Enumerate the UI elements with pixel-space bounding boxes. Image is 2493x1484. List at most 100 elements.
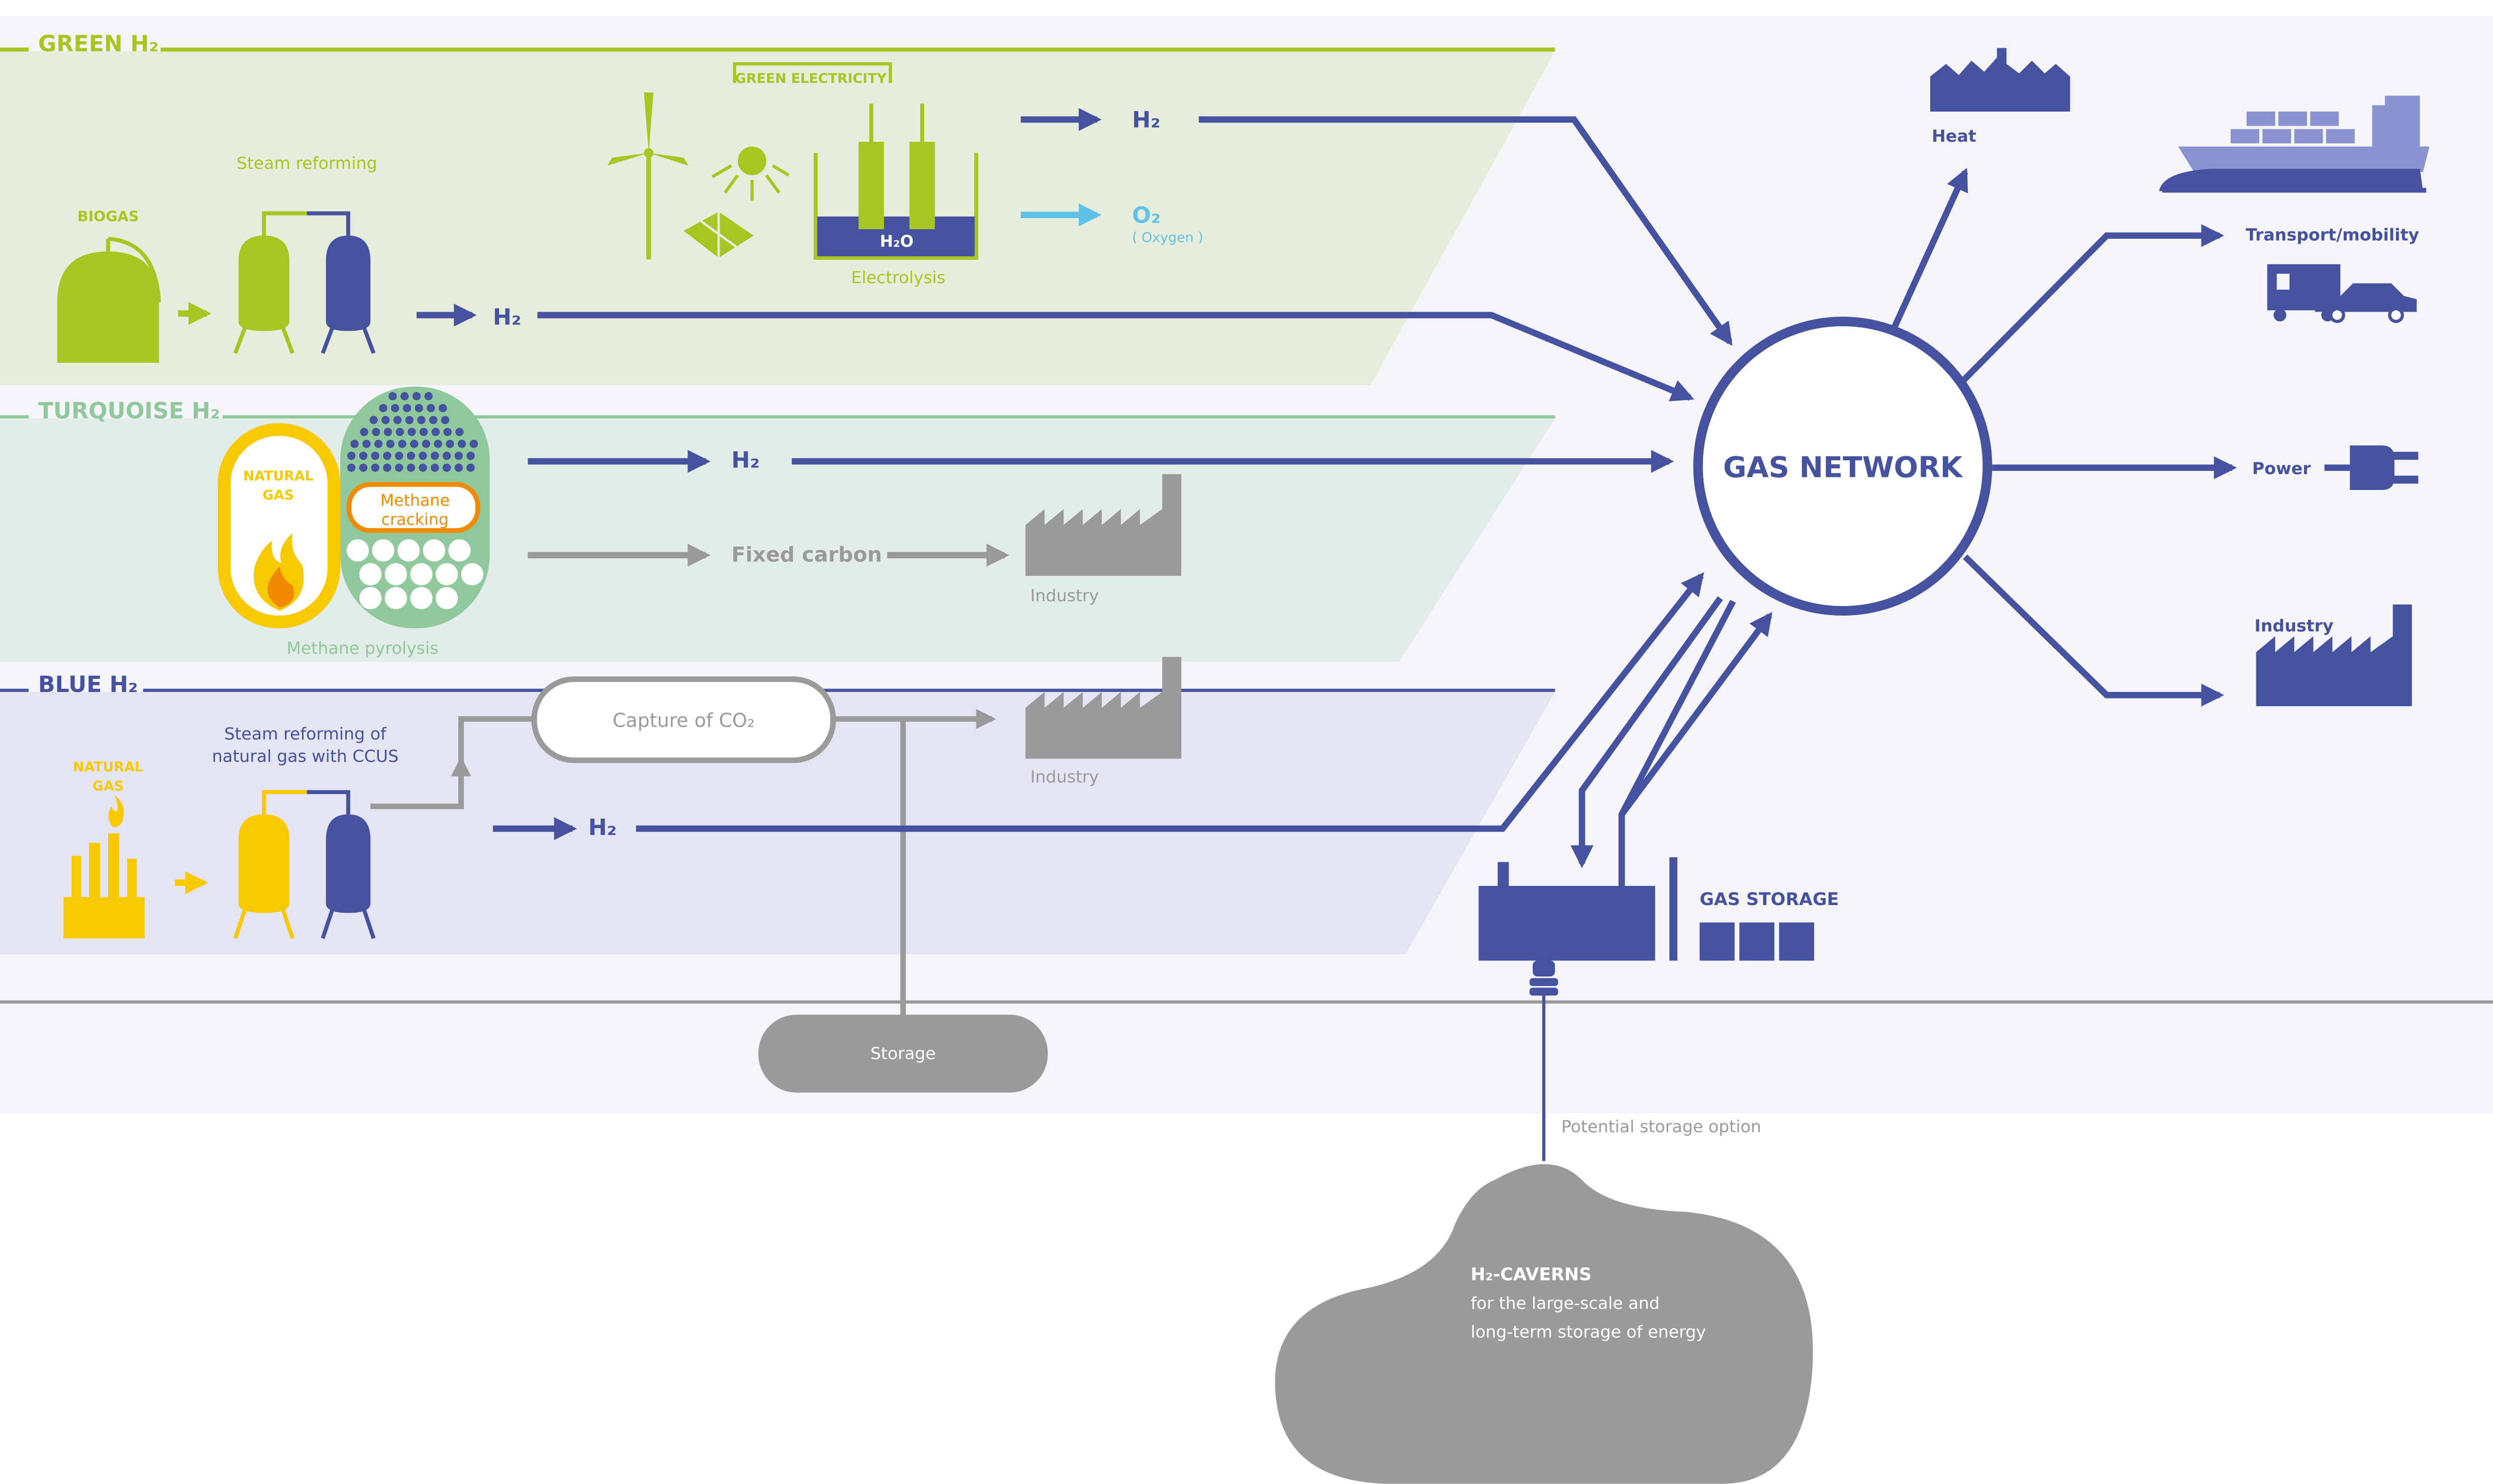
heat-label: Heat	[1932, 126, 1976, 146]
carbon-particle	[379, 404, 387, 413]
carbon-particle	[347, 463, 356, 472]
carbon-particle	[383, 428, 392, 436]
green-electricity-label: GREEN ELECTRICITY	[735, 71, 887, 86]
section-title-turquoise: TURQUOISE H₂	[38, 399, 220, 424]
carbon-particle	[371, 463, 379, 472]
carbon-particle	[442, 463, 451, 472]
truck-car-icon	[2267, 264, 2417, 323]
green-band	[0, 51, 1555, 385]
catalyst-bead	[461, 563, 483, 585]
carbon-particle	[374, 440, 383, 448]
carbon-particle	[381, 416, 390, 425]
catalyst-bead	[435, 587, 458, 610]
steam-reformer-green-icon	[233, 211, 376, 354]
power-label: Power	[2252, 458, 2311, 478]
heat-houses-icon	[1930, 48, 2070, 112]
carbon-particle	[383, 451, 391, 460]
gas-network-circle	[1693, 317, 1992, 616]
blue-h2-line	[636, 572, 1705, 832]
turquoise-natural-gas-line1: NATURAL	[243, 468, 314, 484]
carbon-particle	[371, 451, 379, 460]
oxygen-label: ( Oxygen )	[1132, 230, 1204, 245]
turquoise-industry-label: Industry	[1030, 585, 1099, 605]
carbon-particle	[442, 451, 451, 460]
carbon-particle	[443, 428, 452, 436]
industry-output-factory-icon	[2256, 604, 2412, 707]
carbon-particle	[359, 451, 368, 460]
co2-storage-label: Storage	[870, 1044, 936, 1063]
blue-natural-gas-line1: NATURAL	[73, 759, 143, 775]
storage-to-network-arrow	[1619, 612, 1772, 817]
solar-panel-icon	[683, 212, 754, 258]
co2-out-pipe	[370, 756, 471, 810]
natural-gas-capsule-icon	[218, 423, 341, 629]
h2-cavern-shape	[1275, 1164, 1813, 1484]
transport-arrow	[1959, 224, 2224, 384]
electrolysis-tank-icon	[814, 104, 978, 260]
carbon-particle	[431, 463, 439, 472]
carbon-particle	[419, 463, 427, 472]
carbon-particle	[391, 404, 400, 413]
blue-steam-reforming-line1: Steam reforming of	[224, 724, 387, 744]
catalyst-bead	[372, 539, 394, 562]
carbon-particle	[446, 440, 454, 448]
methane-cracking-line1: Methane	[380, 492, 450, 510]
electrolysis-label: Electrolysis	[851, 268, 946, 287]
green-h2-mid-label: H₂	[493, 305, 521, 330]
sun-icon	[711, 146, 789, 201]
carbon-particle	[347, 451, 356, 460]
methane-pyrolysis-reactor-icon	[340, 386, 490, 629]
green-h2-top-line	[1199, 116, 1733, 346]
carbon-particle	[372, 428, 380, 436]
carbon-particle	[362, 440, 371, 448]
catalyst-bead	[448, 539, 471, 562]
carbon-particle	[466, 463, 475, 472]
section-title-green: GREEN H₂	[38, 31, 159, 57]
biogas-label: BIOGAS	[77, 208, 139, 225]
capture-co2-label: Capture of CO₂	[613, 709, 755, 731]
steam-reforming-label: Steam reforming	[237, 153, 377, 173]
fixed-carbon-label: Fixed carbon	[731, 542, 882, 566]
gas-network-label: GAS NETWORK	[1723, 451, 1963, 484]
blue-h2-label: H₂	[588, 815, 617, 841]
carbon-particle	[457, 440, 466, 448]
catalyst-bead	[346, 539, 369, 562]
catalyst-bead	[359, 563, 382, 585]
carbon-particle	[395, 428, 404, 436]
industry-output-arrow	[1963, 554, 2224, 707]
turquoise-natural-gas-line2: GAS	[263, 487, 294, 503]
carbon-particle	[438, 404, 447, 413]
carbon-particle	[369, 416, 378, 425]
turquoise-industry-factory-icon	[1025, 474, 1181, 576]
green-h2-top-label: H₂	[1132, 108, 1160, 133]
natural-gas-refinery-icon	[63, 795, 145, 939]
blue-industry-factory-icon	[1025, 657, 1181, 759]
carbon-particle	[383, 463, 391, 472]
heat-arrow	[1889, 167, 1968, 334]
carbon-particle	[419, 428, 428, 436]
carbon-particle	[454, 463, 463, 472]
o2-label: O₂	[1132, 203, 1161, 228]
turquoise-h2-label: H₂	[731, 448, 759, 473]
catalyst-bead	[410, 587, 433, 610]
ship-train-icon	[2159, 95, 2430, 193]
carbon-particle	[441, 416, 450, 425]
catalyst-bead	[397, 539, 420, 562]
carbon-particle	[403, 404, 412, 413]
co2-to-capture-pipe	[458, 716, 535, 760]
steam-reformer-blue-icon	[233, 790, 376, 939]
carbon-particle	[454, 451, 463, 460]
carbon-particle	[431, 428, 440, 436]
gas-storage-facility-icon	[1478, 857, 1815, 1161]
carbon-particle	[388, 392, 397, 401]
carbon-particle	[407, 451, 416, 460]
blue-industry-label: Industry	[1030, 767, 1099, 786]
gas-storage-label: GAS STORAGE	[1700, 889, 1839, 910]
catalyst-bead	[410, 563, 433, 585]
catalyst-bead	[423, 539, 445, 562]
biogas-tank-icon	[57, 237, 161, 363]
carbon-particle	[407, 463, 416, 472]
carbon-particle	[408, 428, 416, 436]
methane-cracking-line2: cracking	[381, 511, 449, 529]
